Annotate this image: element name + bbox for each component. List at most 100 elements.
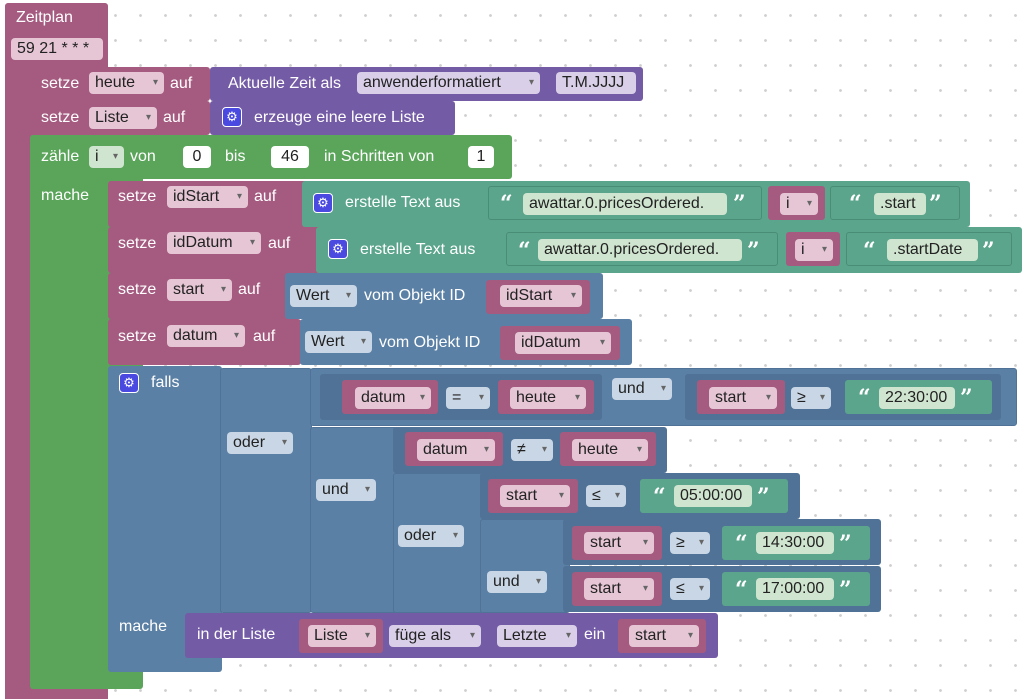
gte-operator-dropdown[interactable]: ≥▾ [791, 387, 831, 409]
var-start-ref-dropdown[interactable]: start ▾ [584, 578, 654, 600]
var-liste-dropdown[interactable]: Liste▾ [89, 107, 157, 129]
gear-icon[interactable]: ⚙ [119, 373, 139, 393]
var-label: start [590, 580, 622, 597]
value-type-dropdown[interactable]: Wert▾ [305, 331, 372, 353]
operator-label: ≤ [592, 487, 601, 504]
operator-label: und [493, 573, 520, 590]
time-literal[interactable]: 17:00:00 [756, 578, 834, 600]
var-label: start [715, 389, 747, 406]
time-format-dropdown[interactable]: anwenderformatiert▾ [357, 72, 540, 94]
object-id-label: vom Objekt ID [364, 287, 466, 304]
insert-position-dropdown[interactable]: Letzte▾ [497, 625, 577, 647]
var-heute-ref-dropdown[interactable]: heute▾ [510, 387, 586, 409]
var-iddatum-dropdown[interactable]: idDatum▾ [167, 232, 261, 254]
loop-var-dropdown[interactable]: i▾ [89, 146, 124, 168]
date-pattern-field[interactable]: T.M.JJJJ [556, 72, 636, 94]
dropdown-arrow-icon: ▾ [698, 583, 704, 594]
to-value[interactable]: 46 [271, 146, 309, 168]
var-i-dropdown[interactable]: i▾ [780, 193, 818, 215]
and-operator-dropdown[interactable]: und▾ [316, 479, 376, 501]
cron-field[interactable]: 59 21 * * * [11, 38, 103, 60]
dropdown-arrow-icon: ▾ [599, 337, 605, 348]
lte-operator-dropdown[interactable]: ≤▾ [670, 578, 710, 600]
to-label: bis [225, 148, 246, 165]
dropdown-arrow-icon: ▾ [614, 490, 620, 501]
text-literal-prefix[interactable]: awattar.0.pricesOrdered. [538, 239, 742, 261]
value-type-dropdown[interactable]: Wert▾ [290, 285, 357, 307]
neq-operator-dropdown[interactable]: ≠▾ [511, 439, 553, 461]
dropdown-arrow-icon: ▾ [642, 583, 648, 594]
or-operator-dropdown[interactable]: oder▾ [227, 432, 293, 454]
lte-operator-dropdown[interactable]: ≤▾ [586, 485, 626, 507]
auf-label: auf [254, 188, 277, 205]
var-i-dropdown[interactable]: i▾ [795, 239, 833, 261]
from-value[interactable]: 0 [183, 146, 211, 168]
do-label: mache [41, 187, 90, 204]
create-empty-list-block[interactable] [210, 101, 455, 135]
dropdown-arrow-icon: ▾ [452, 530, 458, 541]
dropdown-arrow-icon: ▾ [364, 630, 370, 641]
and-operator-dropdown[interactable]: und▾ [487, 571, 547, 593]
var-start-dropdown[interactable]: start ▾ [167, 279, 232, 301]
and-operator-dropdown[interactable]: und▾ [612, 378, 672, 400]
time-literal[interactable]: 14:30:00 [756, 532, 834, 554]
or-block-outer[interactable] [220, 368, 312, 613]
dropdown-arrow-icon: ▾ [570, 290, 576, 301]
var-liste-ref-dropdown[interactable]: Liste▾ [308, 625, 376, 647]
dropdown-arrow-icon: ▾ [765, 392, 771, 403]
operator-label: ≥ [676, 534, 685, 551]
var-idstart-ref-dropdown[interactable]: idStart▾ [500, 285, 582, 307]
dropdown-arrow-icon: ▾ [821, 244, 827, 255]
var-start-ref-dropdown[interactable]: start▾ [584, 532, 654, 554]
dropdown-arrow-icon: ▾ [558, 490, 564, 501]
var-iddatum-ref-dropdown[interactable]: idDatum ▾ [515, 332, 611, 354]
var-heute-ref-dropdown[interactable]: heute▾ [572, 439, 648, 461]
and-block-2[interactable] [310, 427, 398, 613]
var-start-ref-dropdown[interactable]: start ▾ [709, 387, 777, 409]
dropdown-arrow-icon: ▾ [469, 630, 475, 641]
var-datum-ref-dropdown[interactable]: datum▾ [355, 387, 431, 409]
do-label: mache [119, 618, 168, 635]
open-quote: “ [518, 238, 531, 264]
dropdown-arrow-icon: ▾ [806, 198, 812, 209]
var-datum-dropdown[interactable]: datum▾ [167, 325, 245, 347]
operator-label: ≥ [797, 389, 806, 406]
current-time-label: Aktuelle Zeit als [228, 75, 341, 92]
set-label: setze [118, 281, 157, 298]
dropdown-arrow-icon: ▾ [145, 112, 151, 123]
var-start-ref-dropdown[interactable]: start▾ [500, 485, 570, 507]
insert-mode-dropdown[interactable]: füge als▾ [389, 625, 481, 647]
gte-operator-dropdown[interactable]: ≥▾ [670, 532, 710, 554]
step-value[interactable]: 1 [468, 146, 494, 168]
var-datum-ref-dropdown[interactable]: datum▾ [417, 439, 495, 461]
var-start-ref-dropdown[interactable]: start▾ [629, 625, 699, 647]
dropdown-arrow-icon: ▾ [345, 290, 351, 301]
gear-icon[interactable]: ⚙ [222, 107, 242, 127]
text-literal-suffix[interactable]: .startDate [887, 239, 978, 261]
dropdown-arrow-icon: ▾ [220, 284, 226, 295]
var-label: start [173, 281, 205, 298]
var-label: idDatum [173, 234, 233, 251]
time-literal[interactable]: 05:00:00 [674, 485, 752, 507]
var-idstart-dropdown[interactable]: idStart▾ [167, 186, 248, 208]
var-label: idStart [173, 188, 220, 205]
gear-icon[interactable]: ⚙ [328, 239, 348, 259]
text-literal-prefix[interactable]: awattar.0.pricesOrdered. [523, 193, 727, 215]
dropdown-arrow-icon: ▾ [112, 151, 118, 162]
set-label: setze [41, 109, 80, 126]
in-list-label: in der Liste [197, 626, 276, 643]
eq-operator-dropdown[interactable]: =▾ [446, 387, 490, 409]
or-operator-dropdown[interactable]: oder▾ [398, 525, 464, 547]
time-literal[interactable]: 22:30:00 [879, 387, 955, 409]
gear-icon[interactable]: ⚙ [313, 193, 333, 213]
var-label: idDatum [521, 334, 581, 351]
var-heute-dropdown[interactable]: heute▾ [89, 72, 164, 94]
text-literal-suffix[interactable]: .start [874, 193, 926, 215]
and-block-3[interactable] [480, 519, 570, 613]
dropdown-arrow-icon: ▾ [528, 77, 534, 88]
var-label: heute [516, 389, 557, 406]
dropdown-arrow-icon: ▾ [687, 630, 693, 641]
open-quote: “ [735, 577, 748, 603]
create-list-label: erzeuge eine leere Liste [254, 109, 425, 126]
close-quote: ” [839, 577, 852, 603]
